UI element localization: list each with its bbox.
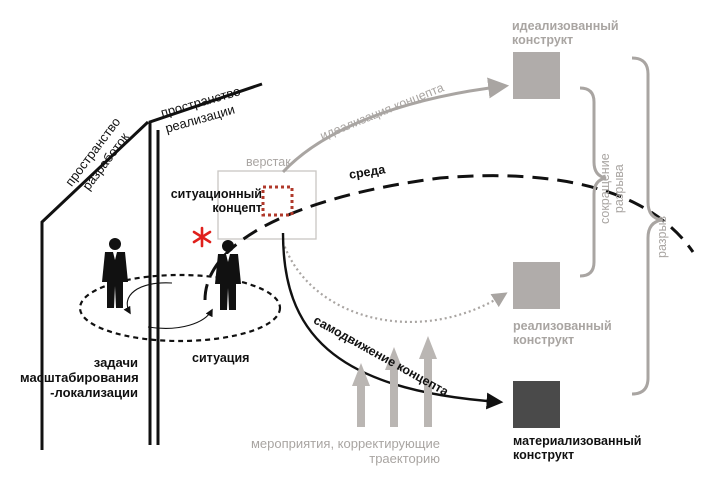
materialized-construct-square — [513, 381, 560, 428]
gap-brace — [631, 56, 663, 396]
materialized-construct-label: материализованный конструкт — [513, 434, 642, 462]
idealization-arrow — [281, 77, 510, 174]
corrective-arrows — [352, 336, 437, 427]
implementation-space-wall-outer — [148, 82, 263, 445]
workbench-label: верстак — [246, 155, 291, 169]
situation-label: ситуация — [192, 351, 250, 365]
scaling-tasks-label: задачи масштабирования -локализации — [20, 355, 139, 400]
person-icon — [215, 240, 241, 310]
situational-concept-label: ситуационный концепт — [170, 187, 262, 215]
gap-reduction-label: сокращение разрыва — [598, 153, 626, 224]
person-icon — [102, 238, 128, 308]
rotation-arrow-left — [123, 282, 173, 315]
asterisk-icon — [192, 226, 212, 248]
self-motion-arrow — [281, 232, 504, 410]
rotation-arrow-right — [147, 308, 213, 329]
gap-reduction-brace — [579, 86, 607, 278]
corrective-measures-label: мероприятия, корректирующие траекторию — [250, 436, 440, 466]
realization-arrow — [281, 241, 508, 323]
realized-construct-square — [513, 262, 560, 309]
idealized-construct-square — [513, 52, 560, 99]
situation-ellipse — [78, 273, 282, 343]
realized-construct-label: реализованный конструкт — [513, 319, 612, 347]
gap-label: разрыв — [655, 215, 669, 258]
idealized-construct-label: идеализованный конструкт — [512, 19, 619, 47]
design-space-wall — [40, 120, 150, 450]
concept-marker — [261, 185, 294, 217]
